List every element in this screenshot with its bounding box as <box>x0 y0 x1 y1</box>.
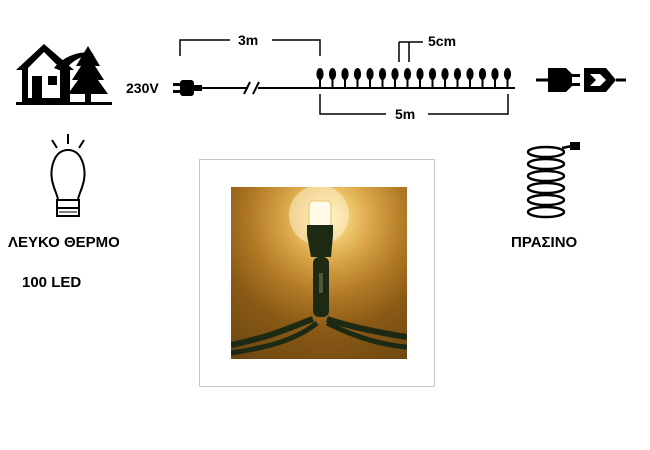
bulb-mark <box>466 68 474 80</box>
lead-length-label: 3m <box>238 32 259 48</box>
led-count-label: 100 LED <box>22 274 82 291</box>
bulb-stem <box>394 79 396 88</box>
led-bulb-icon <box>44 134 92 220</box>
bulb-mark <box>428 68 437 80</box>
voltage-label: 230V <box>126 80 159 96</box>
bulb-stem <box>369 79 371 88</box>
bulb-mark <box>378 68 387 80</box>
string-length-label: 5m <box>395 106 416 122</box>
house-tree-icon <box>14 40 114 106</box>
bulb-spacing-label: 5cm <box>428 33 457 49</box>
bulb-stem <box>356 79 359 88</box>
bulb-mark <box>503 68 512 80</box>
bulb-mark <box>353 68 362 80</box>
wiring-diagram <box>160 28 530 128</box>
bulb-mark <box>366 68 374 80</box>
bulb-mark <box>416 68 424 80</box>
bulb-stem <box>381 79 384 88</box>
bulb-stem <box>431 79 434 88</box>
product-photo <box>231 187 407 359</box>
bulb-mark <box>441 68 449 80</box>
bulb-stem <box>494 79 496 88</box>
bulb-mark <box>328 68 337 80</box>
bulb-stem <box>319 79 321 88</box>
bulb-stem <box>506 79 509 88</box>
connector-icon <box>536 60 626 100</box>
bulb-mark <box>403 68 412 80</box>
bulb-stem <box>481 79 484 88</box>
led-color-label: ΛΕΥΚΟ ΘΕΡΜΟ <box>8 234 120 251</box>
cable-color-label: ΠΡΑΣΙΝΟ <box>511 234 578 251</box>
bulb-stem <box>469 79 471 88</box>
bulb-mark <box>391 68 399 80</box>
bulb-stem <box>444 79 446 88</box>
cable-coil-icon <box>518 142 588 230</box>
bulb-stem <box>456 79 459 88</box>
bulb-mark <box>453 68 462 80</box>
bulb-stem <box>406 79 409 88</box>
bulb-mark <box>341 68 349 80</box>
bulb-stem <box>344 79 346 88</box>
bulb-mark <box>316 68 324 80</box>
bulb-mark <box>491 68 499 80</box>
bulb-stem <box>419 79 421 88</box>
bulb-stem <box>331 79 334 88</box>
bulb-mark <box>478 68 487 80</box>
product-photo-frame <box>199 159 435 387</box>
